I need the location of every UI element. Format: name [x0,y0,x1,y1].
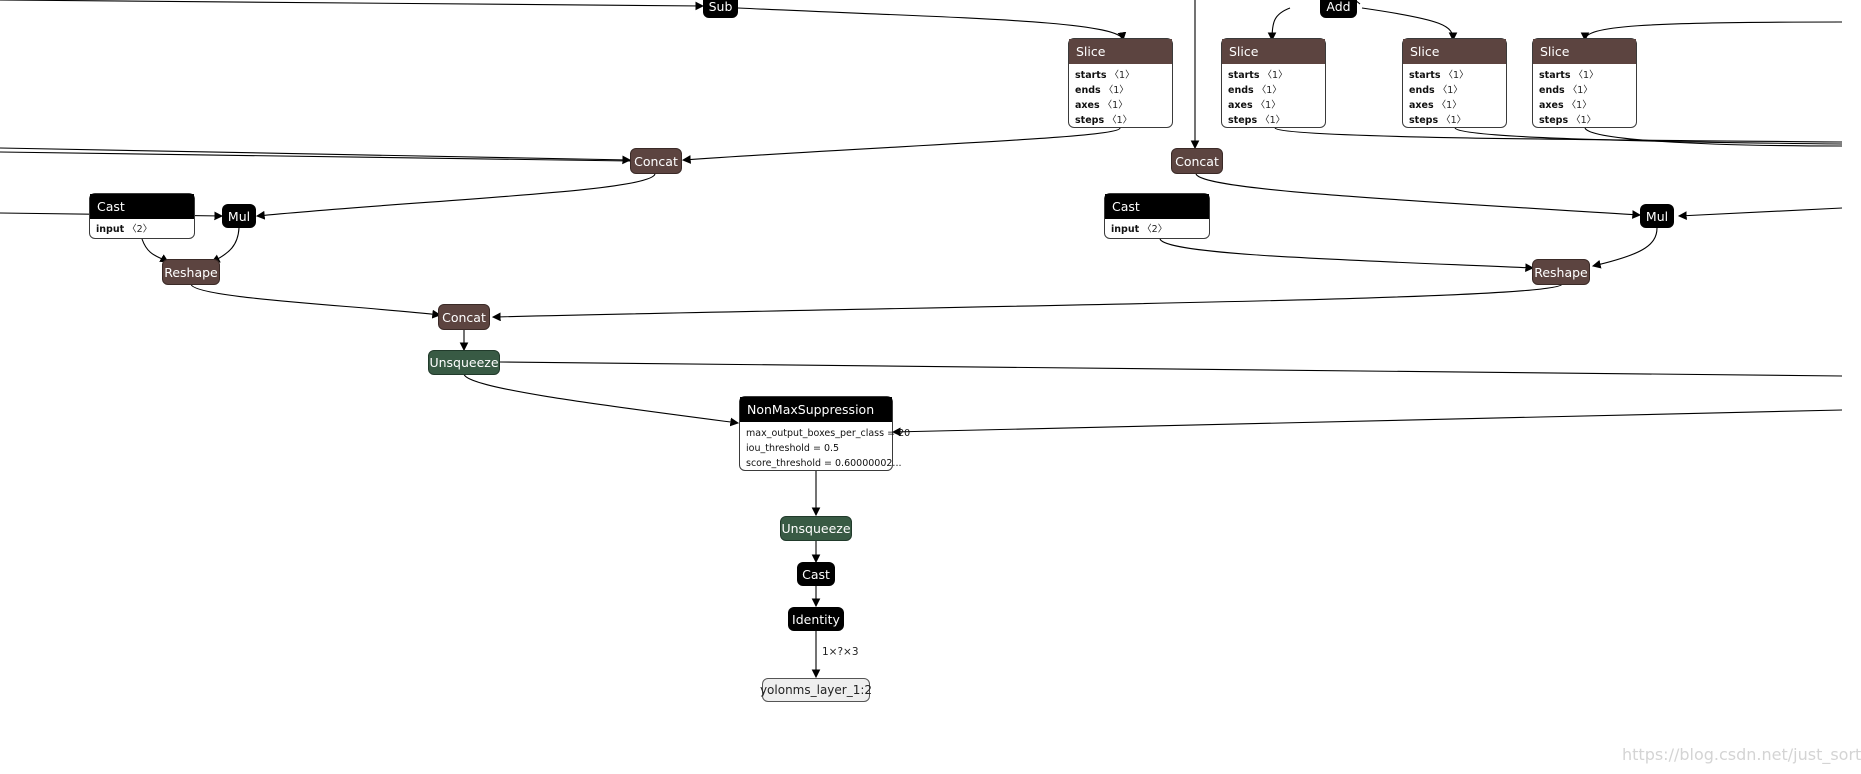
slice-node-2[interactable]: Slice starts 〈1〉 ends 〈1〉 axes 〈1〉 steps… [1221,38,1326,128]
slice-node-1[interactable]: Slice starts 〈1〉 ends 〈1〉 axes 〈1〉 steps… [1068,38,1173,128]
cast-header: Cast [90,194,194,219]
slice-header: Slice [1069,39,1172,64]
nms-attr-score: score_threshold = 0.60000002... [746,458,902,469]
slice-attr-starts: starts 〈1〉 [1075,70,1135,81]
slice-header: Slice [1403,39,1506,64]
slice-attr-ends: ends 〈1〉 [1075,85,1129,96]
mul-label: Mul [1645,208,1669,224]
identity-label: Identity [792,611,840,627]
slice-attr-steps: steps 〈1〉 [1228,115,1286,126]
slice-header: Slice [1533,39,1636,64]
slice-attr-ends: ends 〈1〉 [1228,85,1282,96]
slice-header: Slice [1222,39,1325,64]
reshape-label: Reshape [164,264,218,280]
output-label: yolonms_layer_1:2 [759,683,873,697]
sub-node[interactable]: Sub [703,0,738,18]
identity-node[interactable]: Identity [788,607,844,631]
concat-label: Concat [442,309,486,325]
slice-attr-axes: axes 〈1〉 [1228,100,1281,111]
concat-label: Concat [1175,153,1219,169]
concat-node-right[interactable]: Concat [1171,148,1223,174]
cast-attr-input: input 〈2〉 [96,224,153,235]
slice-attr-steps: steps 〈1〉 [1539,115,1597,126]
slice-attr-axes: axes 〈1〉 [1075,100,1128,111]
unsqueeze-node-1[interactable]: Unsqueeze [428,350,500,375]
watermark-text: https://blog.csdn.net/just_sort [1622,745,1861,764]
mul-node-right[interactable]: Mul [1640,204,1674,228]
slice-attr-axes: axes 〈1〉 [1539,100,1592,111]
edge-shape-label: 1×?×3 [822,646,859,658]
nms-attr-max-output: max_output_boxes_per_class = 20 [746,428,911,439]
slice-attr-axes: axes 〈1〉 [1409,100,1462,111]
nms-header: NonMaxSuppression [740,397,892,422]
slice-attr-ends: ends 〈1〉 [1539,85,1593,96]
slice-node-4[interactable]: Slice starts 〈1〉 ends 〈1〉 axes 〈1〉 steps… [1532,38,1637,128]
nms-attr-iou: iou_threshold = 0.5 [746,443,840,454]
add-label: Add [1326,0,1351,14]
cast-node-right[interactable]: Cast input 〈2〉 [1104,193,1210,239]
concat-node-bottom[interactable]: Concat [438,304,490,330]
reshape-node-right[interactable]: Reshape [1532,259,1590,285]
unsqueeze-label: Unsqueeze [781,521,851,536]
concat-label: Concat [634,153,678,169]
cast-node-bottom[interactable]: Cast [797,562,835,586]
reshape-label: Reshape [1534,264,1588,280]
mul-node-left[interactable]: Mul [222,204,256,228]
slice-node-3[interactable]: Slice starts 〈1〉 ends 〈1〉 axes 〈1〉 steps… [1402,38,1507,128]
unsqueeze-node-2[interactable]: Unsqueeze [780,516,852,541]
slice-attr-starts: starts 〈1〉 [1409,70,1469,81]
slice-attr-steps: steps 〈1〉 [1075,115,1133,126]
slice-attr-steps: steps 〈1〉 [1409,115,1467,126]
slice-attr-starts: starts 〈1〉 [1228,70,1288,81]
cast-attr-input: input 〈2〉 [1111,224,1168,235]
concat-node-left[interactable]: Concat [630,148,682,174]
mul-label: Mul [227,208,251,224]
add-node[interactable]: Add [1320,0,1357,18]
output-node[interactable]: yolonms_layer_1:2 [759,678,873,702]
cast-label: Cast [802,566,830,582]
reshape-node-left[interactable]: Reshape [162,259,220,285]
cast-header: Cast [1105,194,1209,219]
cast-node-left[interactable]: Cast input 〈2〉 [89,193,195,239]
slice-attr-ends: ends 〈1〉 [1409,85,1463,96]
slice-attr-starts: starts 〈1〉 [1539,70,1599,81]
unsqueeze-label: Unsqueeze [429,355,499,370]
nms-node[interactable]: NonMaxSuppression max_output_boxes_per_c… [739,396,911,471]
sub-label: Sub [708,0,733,14]
